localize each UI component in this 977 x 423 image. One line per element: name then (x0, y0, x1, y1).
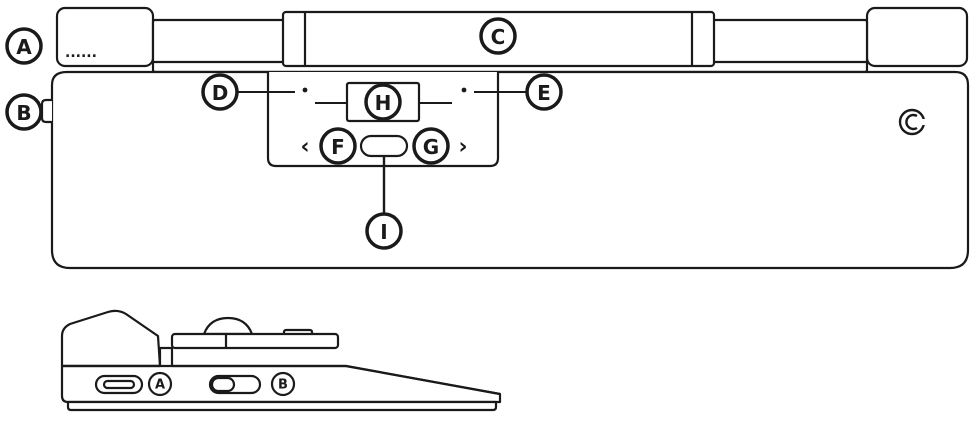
center-button (359, 134, 409, 158)
side-roller-dome (202, 316, 254, 336)
side-switch-tab (40, 98, 52, 124)
led-left (302, 87, 308, 93)
side-body-top-edge (62, 364, 501, 396)
side-port-a-inner (102, 379, 136, 390)
led-right (461, 87, 467, 93)
svg-text:B: B (16, 101, 31, 125)
right-arrow-icon: › (458, 135, 467, 160)
callout-d: D (201, 73, 239, 111)
svg-text:G: G (423, 135, 439, 159)
svg-text:E: E (537, 81, 551, 105)
svg-text:A: A (155, 378, 165, 393)
side-switch-b-knob (210, 376, 236, 393)
right-end-block (865, 6, 969, 68)
callout-h: H (364, 83, 402, 121)
top-view: ...... ‹ › (40, 6, 970, 270)
side-rear-block (60, 309, 162, 368)
svg-text:B: B (278, 378, 288, 393)
side-callout-b: B (270, 371, 296, 397)
side-callouts: A B (147, 371, 296, 397)
side-top-panel (170, 332, 340, 350)
side-base-plate (66, 400, 498, 412)
top-callouts: A B C D E H F G (5, 17, 563, 250)
svg-text:I: I (380, 220, 387, 244)
dots-text: ...... (65, 45, 97, 61)
svg-text:A: A (16, 35, 32, 59)
svg-text:H: H (375, 91, 392, 115)
callout-b: B (5, 93, 43, 131)
left-arrow-icon: ‹ (300, 135, 309, 160)
svg-text:C: C (491, 25, 506, 49)
callout-f: F (319, 127, 357, 165)
svg-text:F: F (331, 135, 345, 159)
side-callout-a: A (147, 371, 173, 397)
main-body (50, 70, 970, 270)
callout-g: G (412, 127, 450, 165)
svg-text:D: D (212, 81, 229, 105)
callout-c: C (479, 17, 517, 55)
c-logo-icon (898, 108, 926, 136)
callout-e: E (525, 73, 563, 111)
callout-i: I (365, 212, 403, 250)
callout-a: A (5, 27, 43, 65)
